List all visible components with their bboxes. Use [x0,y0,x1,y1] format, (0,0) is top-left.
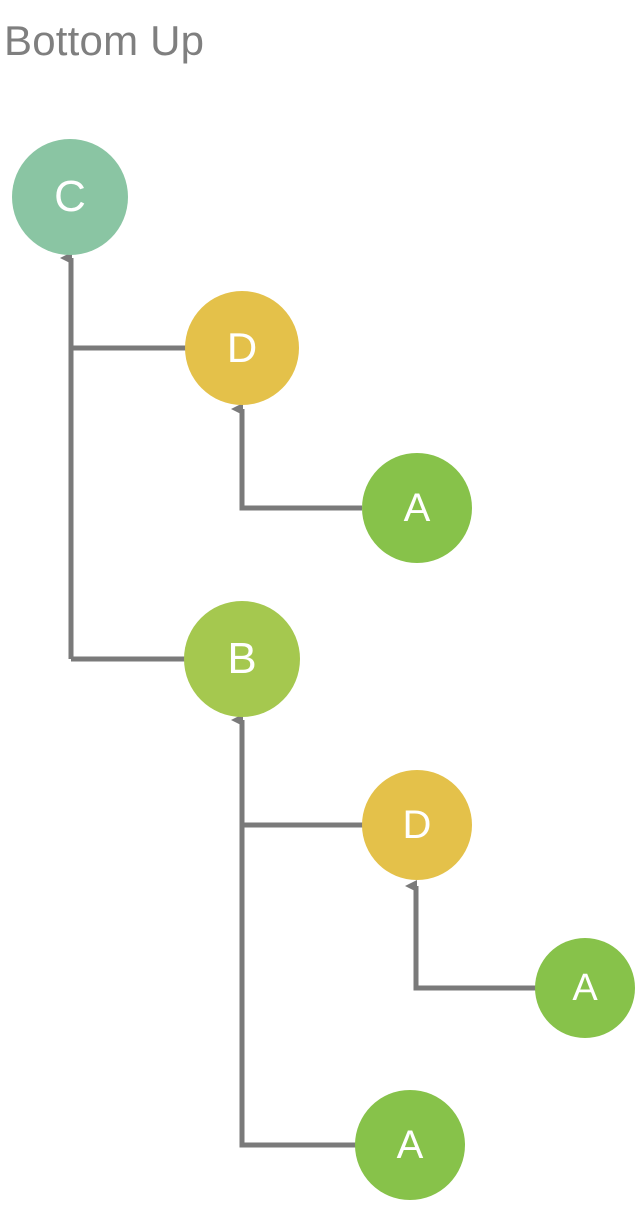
node-c-root[interactable]: C [12,139,128,255]
node-a-lower-right[interactable]: A [535,938,635,1038]
node-b-mid[interactable]: B [184,601,300,717]
node-label: C [54,172,86,221]
page-title: Bottom Up [4,17,205,64]
node-a-bottom[interactable]: A [355,1090,465,1200]
node-a-upper[interactable]: A [362,453,472,563]
edge-a-to-d-upper [239,424,362,511]
node-label: D [402,803,432,847]
node-label: A [403,486,431,530]
node-label: A [572,967,598,1009]
node-d-lower[interactable]: D [362,770,472,880]
edge-a-to-d-lower [413,900,536,991]
node-label: B [227,634,257,683]
node-label: A [396,1123,424,1167]
edge-a-to-b [239,736,356,1148]
node-label: D [226,324,258,371]
node-d-upper[interactable]: D [185,291,299,405]
